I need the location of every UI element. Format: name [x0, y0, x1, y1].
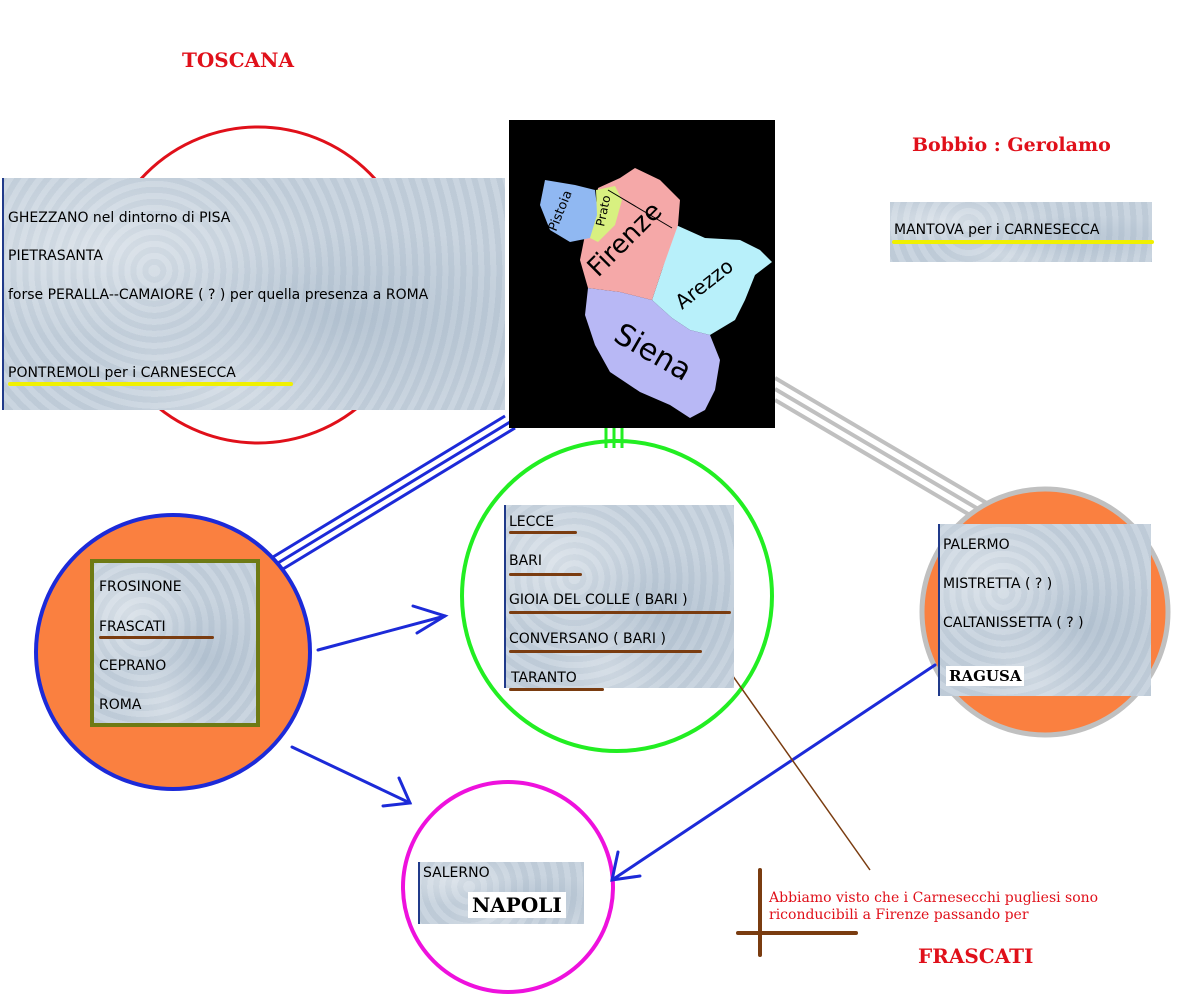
map-region-arezzo [652, 225, 772, 335]
map-region-siena [585, 288, 720, 418]
sicilia-item-ragusa: RAGUSA [946, 666, 1025, 686]
underline-lecce [509, 531, 577, 534]
underline-taranto [509, 688, 604, 691]
toscana-item-ghezzano: GHEZZANO nel dintorno di PISA [8, 210, 231, 226]
map-region-prato [590, 186, 622, 242]
campania-panel: SALERNO NAPOLI [418, 862, 584, 924]
campania-item-salerno: SALERNO [423, 865, 490, 881]
puglia-item-lecce: LECCE [509, 514, 555, 530]
puglia-item-bari: BARI [509, 553, 543, 569]
toscana-item-pietrasanta: PIETRASANTA [8, 248, 103, 264]
title-toscana: TOSCANA [182, 48, 294, 72]
mantova-panel: MANTOVA per i CARNESECCA [890, 202, 1154, 262]
note-line-1: Abbiamo visto che i Carnesecchi pugliesi… [769, 890, 1099, 906]
sicilia-item-caltanissetta: CALTANISSETTA ( ? ) [943, 615, 1084, 631]
lazio-item-roma: ROMA [99, 697, 142, 713]
puglia-panel: LECCE BARI GIOIA DEL COLLE ( BARI ) CONV… [504, 505, 734, 691]
note-line-2: riconducibili a Firenze passando per [769, 907, 1029, 923]
arrow-lazio-to-puglia [316, 604, 449, 652]
map-label-prato: Prato [593, 194, 613, 228]
underline-conversano [509, 650, 702, 653]
underline-frascati [99, 636, 214, 639]
toscana-panel: GHEZZANO nel dintorno di PISA PIETRASANT… [2, 178, 505, 410]
mantova-text: MANTOVA per i CARNESECCA [894, 222, 1100, 238]
toscana-item-peralla: forse PERALLA--CAMAIORE ( ? ) per quella… [8, 287, 429, 303]
gray-connector-sicilia [773, 376, 992, 523]
brown-cross-marker [736, 868, 858, 957]
arrow-sicilia-to-campania [610, 663, 937, 882]
puglia-item-taranto: TARANTO [511, 670, 577, 686]
underline-gioia [509, 611, 731, 614]
sicilia-item-mistretta: MISTRETTA ( ? ) [943, 576, 1053, 592]
campania-circle [401, 780, 615, 994]
underline-bari [509, 573, 582, 576]
lazio-item-frascati: FRASCATI [99, 619, 166, 635]
green-connector-puglia [604, 425, 624, 448]
blue-connector-lazio [272, 414, 516, 571]
sicilia-panel: PALERMO MISTRETTA ( ? ) CALTANISSETTA ( … [938, 524, 1151, 696]
underline-pontremoli [8, 382, 293, 386]
sicilia-item-palermo: PALERMO [943, 537, 1010, 553]
note-frascati: FRASCATI [918, 944, 1034, 968]
puglia-item-gioia: GIOIA DEL COLLE ( BARI ) [509, 592, 688, 608]
underline-mantova [892, 240, 1154, 244]
campania-item-napoli: NAPOLI [468, 892, 566, 918]
toscana-item-pontremoli: PONTREMOLI per i CARNESECCA [8, 365, 236, 381]
puglia-item-conversano: CONVERSANO ( BARI ) [509, 631, 666, 647]
toscana-map: Pistoia Prato Firenze Arezzo Siena [509, 120, 775, 428]
lazio-item-frosinone: FROSINONE [99, 579, 182, 595]
lazio-item-ceprano: CEPRANO [99, 658, 167, 674]
puglia-circle [460, 439, 774, 753]
arrow-lazio-to-campania [290, 745, 413, 808]
label-bobbio: Bobbio : Gerolamo [912, 134, 1111, 156]
map-region-pistoia [540, 180, 598, 242]
lazio-panel: FROSINONE FRASCATI CEPRANO ROMA [90, 559, 260, 727]
